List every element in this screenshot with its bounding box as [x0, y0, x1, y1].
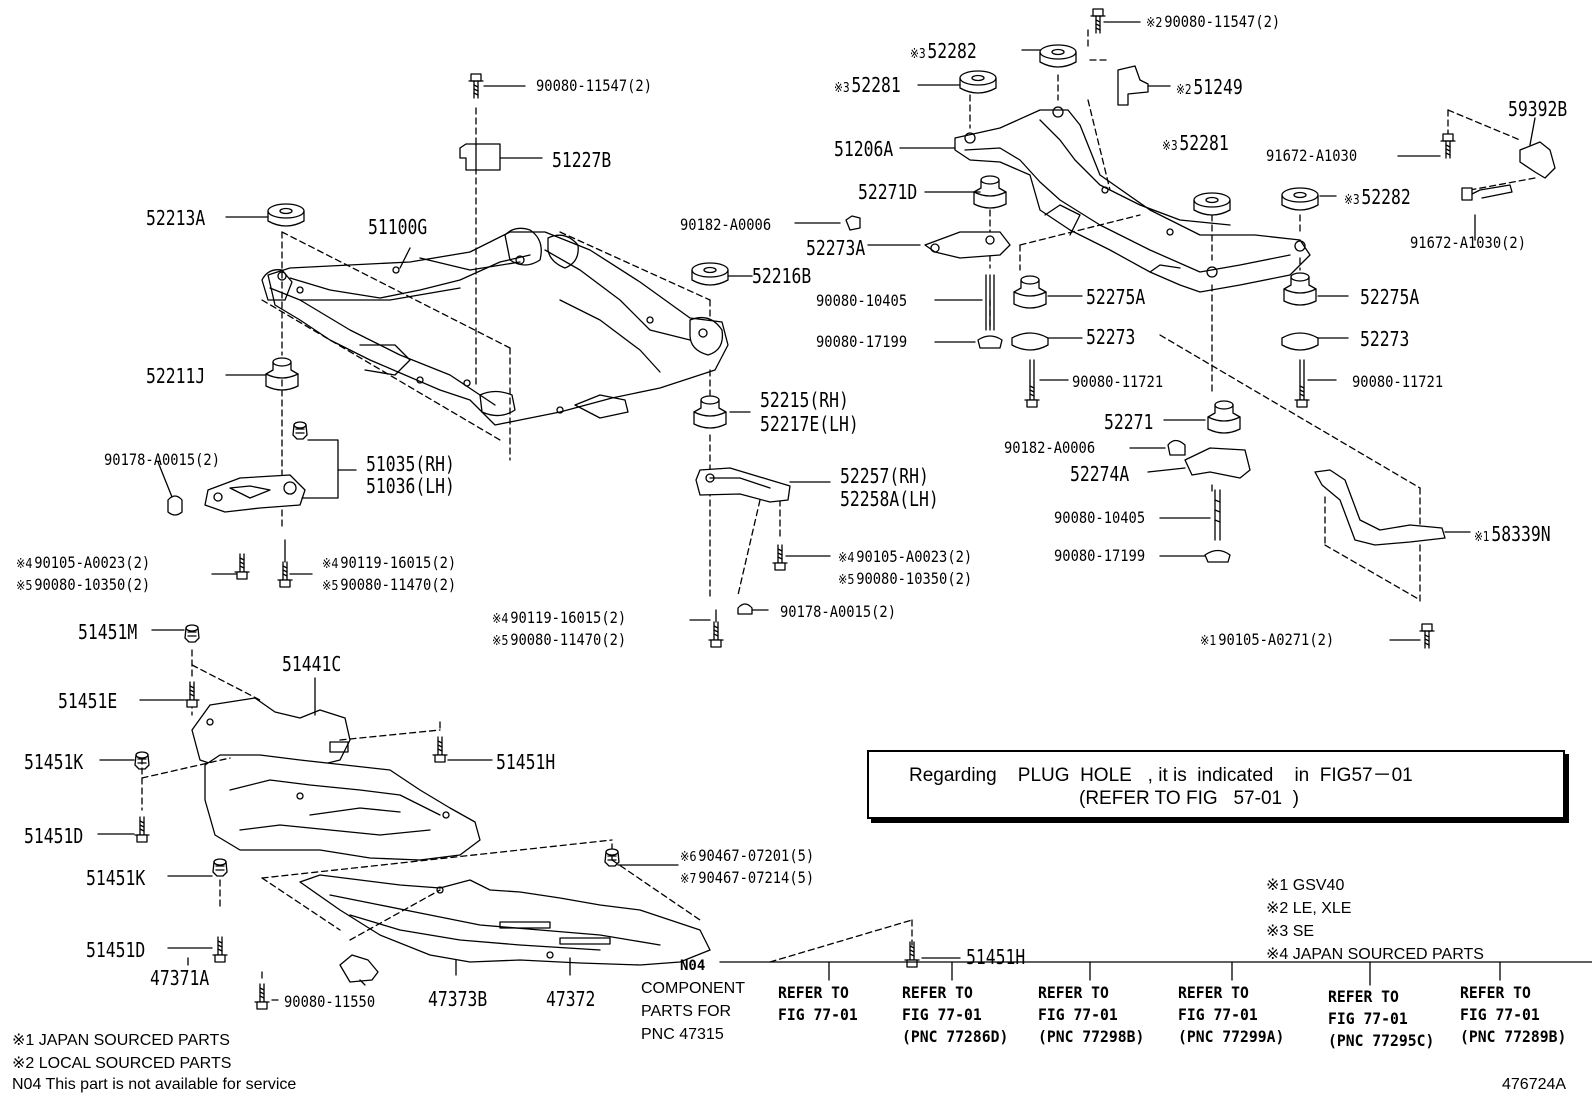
part-label: 90080-11721	[1352, 372, 1444, 391]
part-label: ※251249	[1176, 75, 1243, 99]
part-label: 90080-17199	[816, 332, 908, 351]
part-label: 52275A	[1086, 285, 1146, 309]
part-label: 90080-10405	[1054, 508, 1146, 527]
component-line-2: PARTS FOR	[641, 1003, 732, 1020]
component-code: N04	[680, 958, 706, 974]
bracket-51227B	[459, 143, 501, 171]
part-label: 52257(RH)	[840, 464, 929, 488]
part-label: 90080-17199	[1054, 546, 1146, 565]
legend-right-3: ※3 SE	[1266, 923, 1315, 940]
component-line-3: PNC 47315	[641, 1026, 724, 1043]
legend-right-4: ※4 JAPAN SOURCED PARTS	[1266, 946, 1484, 963]
part-label: 52275A	[1360, 285, 1420, 309]
part-label: 51206A	[834, 137, 894, 161]
part-label: 51451H	[496, 750, 556, 774]
part-label: 51451K	[24, 750, 84, 774]
figure-id: 476724A	[1502, 1076, 1567, 1093]
part-label: 90080-11550	[284, 992, 376, 1011]
front-suspension-member-51100G	[261, 227, 729, 426]
note-line-1: Regarding PLUG HOLE , it is indicated in…	[909, 765, 1413, 786]
part-label: 90080-11547(2)	[536, 76, 652, 95]
part-label: 59392B	[1508, 97, 1568, 121]
part-label: 91672-A1030(2)	[1410, 233, 1526, 252]
part-label: 90080-11721	[1072, 372, 1164, 391]
part-label: 52273A	[806, 236, 866, 260]
part-label: 52258A(LH)	[840, 487, 939, 511]
note-line-2: (REFER TO FIG 57-01 )	[1079, 788, 1299, 809]
part-label: 52271	[1104, 410, 1154, 434]
legend-bottom-3: N04 This part is not available for servi…	[12, 1076, 297, 1093]
part-label: 52274A	[1070, 462, 1130, 486]
legend-bottom-2: ※2 LOCAL SOURCED PARTS	[12, 1055, 232, 1072]
under-cover-47373B-47372	[299, 874, 711, 966]
part-label: 51451M	[78, 620, 138, 644]
part-label: 52216B	[752, 264, 812, 288]
part-label: 90182-A0006	[680, 215, 772, 234]
part-label: 52213A	[146, 206, 206, 230]
part-label: 51451E	[58, 689, 118, 713]
part-label: 91672-A1030	[1266, 146, 1358, 165]
part-label: 52271D	[858, 180, 918, 204]
part-label: ※352281	[1162, 131, 1229, 155]
part-label: ※352281	[834, 73, 901, 97]
component-line-1: COMPONENT	[641, 980, 745, 997]
part-label: 47371A	[150, 966, 210, 990]
part-label: 47372	[546, 987, 596, 1011]
part-label: 51451H	[966, 945, 1026, 969]
legend-right-2: ※2 LE, XLE	[1266, 900, 1352, 917]
part-label: 52273	[1086, 325, 1136, 349]
part-label: 52273	[1360, 327, 1410, 351]
part-label: 52217E(LH)	[760, 412, 859, 436]
part-label: 51451D	[24, 824, 84, 848]
part-label: 90178-A0015(2)	[104, 450, 220, 469]
part-label: ※158339N	[1474, 522, 1551, 546]
part-label: 51441C	[282, 652, 342, 676]
part-label: 51036(LH)	[366, 474, 455, 498]
part-label: 51451K	[86, 866, 146, 890]
part-label: 51035(RH)	[366, 452, 455, 476]
part-label: 90182-A0006	[1004, 438, 1096, 457]
legend-bottom-1: ※1 JAPAN SOURCED PARTS	[12, 1032, 230, 1049]
legend-right-1: ※1 GSV40	[1266, 877, 1345, 894]
part-label: 52211J	[146, 364, 206, 388]
under-cover-51441C	[191, 697, 481, 861]
part-label: 51100G	[368, 215, 428, 239]
part-label: 90178-A0015(2)	[780, 602, 896, 621]
part-label: 51227B	[552, 148, 612, 172]
part-label: ※352282	[1344, 185, 1411, 209]
cover-dashed-guides	[141, 649, 913, 981]
part-label: 90080-10405	[816, 291, 908, 310]
rear-suspension-member-51206A	[954, 106, 1311, 293]
part-label: 52215(RH)	[760, 388, 849, 412]
part-label: 51451D	[86, 938, 146, 962]
plug-hole-note: Regarding PLUG HOLE , it is indicated in…	[867, 750, 1565, 819]
bolt-icon	[468, 73, 484, 99]
leader-lines	[97, 21, 1592, 1001]
part-label: ※352282	[910, 39, 977, 63]
part-label: 47373B	[428, 987, 488, 1011]
